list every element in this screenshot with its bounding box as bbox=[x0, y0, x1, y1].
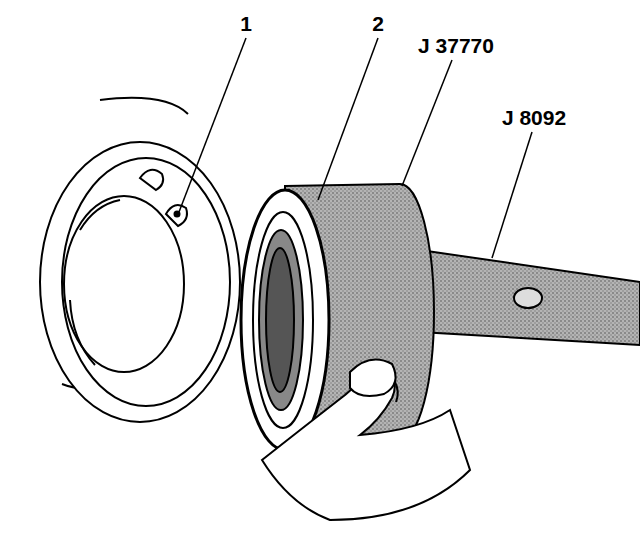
bolt-head bbox=[140, 170, 163, 190]
bolt-head bbox=[166, 205, 187, 226]
finger-line bbox=[395, 382, 398, 402]
handle bbox=[420, 250, 640, 345]
leader-line bbox=[318, 38, 378, 200]
installer-tool bbox=[241, 184, 640, 452]
leader-line bbox=[492, 132, 532, 258]
bore-shade bbox=[80, 200, 120, 230]
hand bbox=[262, 360, 470, 521]
housing-bore bbox=[64, 196, 184, 372]
tool-number: J 37770 bbox=[416, 34, 496, 57]
thumb bbox=[350, 360, 396, 397]
housing-edge bbox=[100, 98, 188, 114]
bolt-dot bbox=[175, 212, 180, 217]
tool-number: J 8092 bbox=[500, 106, 568, 129]
seal-spring bbox=[266, 248, 294, 392]
leader-lines bbox=[179, 38, 532, 258]
seal-lip bbox=[253, 212, 313, 428]
seal-ring bbox=[241, 190, 329, 450]
callout-number: 1 bbox=[238, 12, 254, 35]
housing-step bbox=[62, 158, 230, 406]
handle-knob bbox=[514, 288, 542, 308]
leader-line bbox=[402, 60, 452, 186]
leader-line bbox=[179, 38, 246, 212]
housing-flange bbox=[40, 142, 240, 422]
housing bbox=[40, 98, 240, 422]
bore-shade bbox=[70, 300, 95, 365]
callout-number: 2 bbox=[370, 12, 386, 35]
seal-spring bbox=[259, 230, 303, 410]
